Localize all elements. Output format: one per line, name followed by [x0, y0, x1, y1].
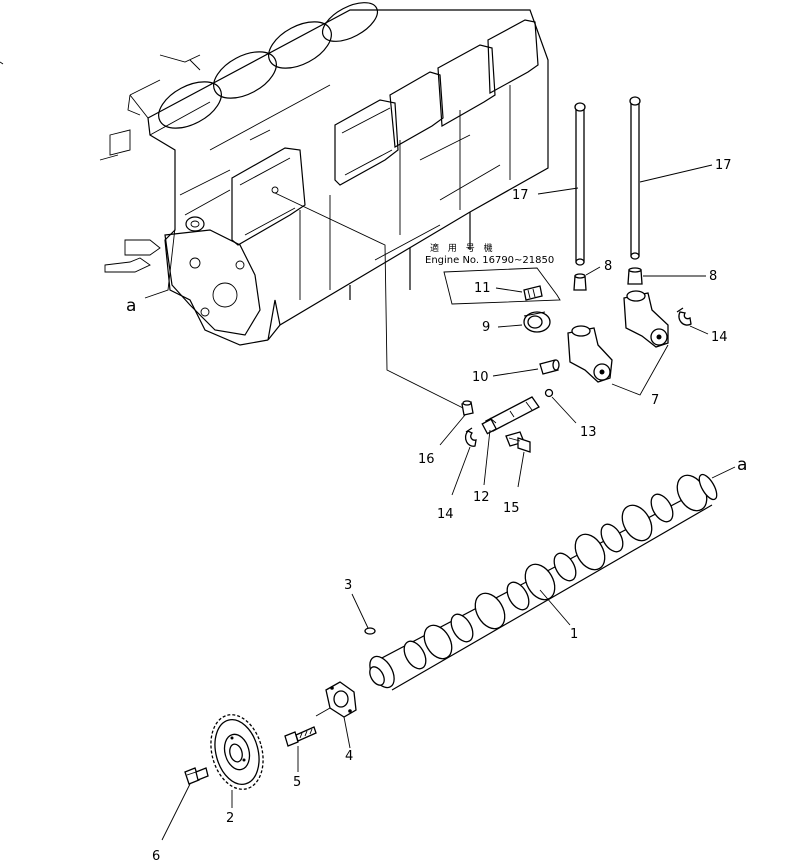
pin-part-10: [539, 359, 560, 375]
ref-a-right-label: a: [737, 455, 747, 475]
snap-ring-part-14-left: [464, 427, 477, 447]
callout-2: 2: [226, 811, 234, 826]
leader-block-to-16: [274, 192, 464, 409]
leader-ref-a-left: [144, 227, 176, 299]
cap-part-16: [461, 400, 474, 416]
corner-mark: [0, 61, 4, 65]
callout-17a: 17: [512, 188, 529, 203]
note-japanese: 適 用 号 機: [430, 242, 496, 254]
key-part-3: [364, 627, 376, 635]
camshaft-gear-part-2: [210, 714, 264, 790]
callout-6: 6: [152, 849, 160, 864]
rocker-arm-right: [623, 290, 669, 348]
valve-cap-8-left: [573, 273, 587, 291]
callout-7: 7: [651, 393, 659, 408]
camshaft-part-1: [369, 473, 718, 691]
callout-10: 10: [472, 370, 489, 385]
ball-part-13: [544, 388, 554, 398]
bolt-part-15: [505, 431, 531, 453]
snap-ring-part-14-right: [676, 307, 692, 326]
engine-serial-note: 適 用 号 機 Engine No. 16790~21850: [425, 242, 561, 305]
callout-16: 16: [418, 452, 435, 467]
callout-8b: 8: [709, 269, 717, 284]
callout-14b: 14: [711, 330, 728, 345]
callout-14a: 14: [437, 507, 454, 522]
leader-ref-a-right: [711, 466, 736, 479]
callout-5: 5: [293, 775, 301, 790]
ref-a-left-label: a: [126, 296, 136, 316]
thrust-plate-part-4: [325, 681, 357, 718]
rocker-shaft-part-12: [481, 396, 540, 435]
leader-7: [611, 344, 669, 396]
roller-part-9: [523, 311, 551, 333]
leader-1: [539, 589, 571, 626]
note-engine-range: Engine No. 16790~21850: [425, 255, 554, 266]
plug-part-11: [523, 285, 543, 301]
callout-13: 13: [580, 425, 597, 440]
bolt-part-5: [284, 726, 317, 747]
engine-block-illustration: [99, 2, 549, 346]
callout-4: 4: [345, 749, 353, 764]
callout-11: 11: [474, 281, 491, 296]
callout-12: 12: [473, 490, 490, 505]
callout-3: 3: [344, 578, 352, 593]
callout-15: 15: [503, 501, 520, 516]
bolt-part-6: [184, 767, 209, 785]
leader-17b: [639, 164, 713, 183]
push-rod-17-left: [574, 102, 586, 266]
push-rod-17-right: [629, 96, 641, 260]
valve-cap-8-right: [627, 267, 643, 285]
leader-17a: [537, 187, 579, 195]
rocker-arm-left: [567, 325, 613, 383]
callout-17b: 17: [715, 158, 732, 173]
callout-9: 9: [482, 320, 490, 335]
callout-8a: 8: [604, 259, 612, 274]
callout-1: 1: [570, 627, 578, 642]
